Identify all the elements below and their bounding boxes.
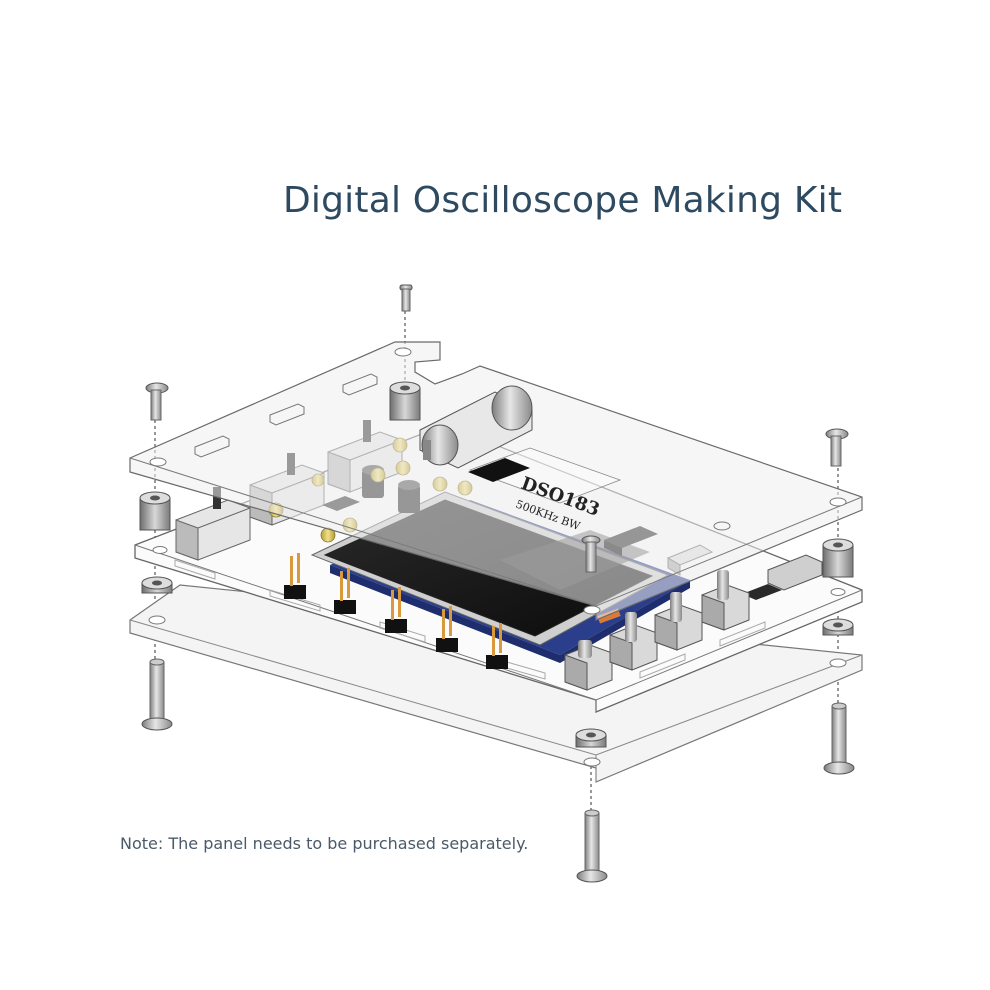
standoff-posts <box>141 658 855 883</box>
spacer-right-top <box>822 538 854 578</box>
spacer-top <box>389 381 421 421</box>
screw-pcb-center <box>581 535 601 573</box>
screw-left <box>145 382 169 421</box>
spacers <box>139 381 854 748</box>
bottom-acrylic-panel <box>129 584 863 783</box>
page-title: Digital Oscilloscope Making Kit <box>283 180 843 221</box>
screws <box>145 284 849 573</box>
usb-connector <box>767 554 823 591</box>
bnc-connector <box>419 385 533 469</box>
washer-right <box>822 618 854 636</box>
screw-right <box>825 428 849 467</box>
pin-headers <box>284 553 508 669</box>
standoff-right <box>823 702 855 775</box>
standoff-left <box>141 658 173 731</box>
washer-left <box>141 576 173 594</box>
screw-top <box>399 284 413 312</box>
push-buttons <box>564 570 750 691</box>
purchase-note: Note: The panel needs to be purchased se… <box>120 834 529 853</box>
standoff-center <box>576 809 608 883</box>
washer-center <box>575 728 607 748</box>
top-acrylic-panel <box>129 341 863 621</box>
spacer-left-top <box>139 491 171 531</box>
